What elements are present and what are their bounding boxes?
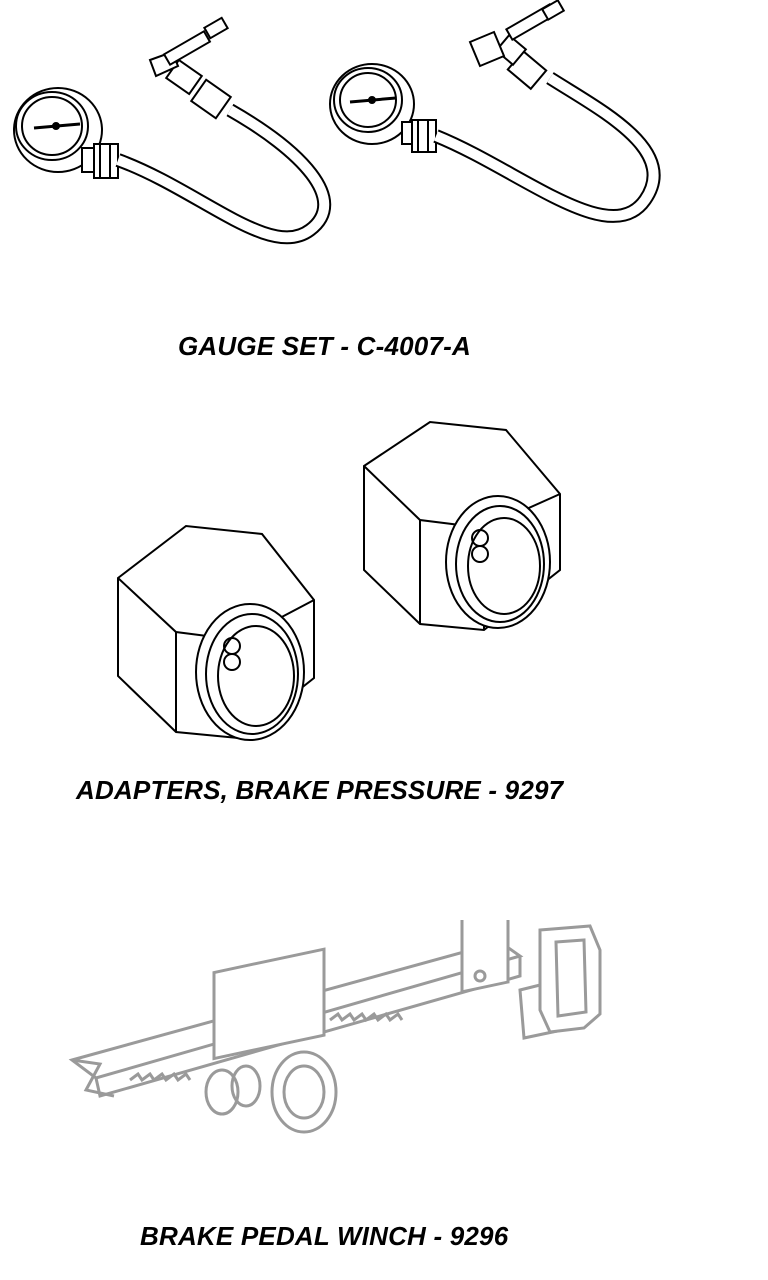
gauge-set-illustration: [0, 0, 768, 320]
gauge-set-caption: GAUGE SET - C-4007-A: [178, 331, 471, 361]
adapters-caption: ADAPTERS, BRAKE PRESSURE - 9297: [76, 775, 564, 805]
winch-caption: BRAKE PEDAL WINCH - 9296: [140, 1221, 509, 1251]
left-gauge: [13, 16, 332, 245]
adapters-illustration: [0, 410, 768, 760]
left-adapter: [117, 524, 315, 741]
right-gauge: [329, 0, 661, 223]
winch-illustration: [0, 920, 768, 1140]
brake-pedal-winch: [68, 920, 602, 1134]
right-adapter: [363, 420, 561, 632]
